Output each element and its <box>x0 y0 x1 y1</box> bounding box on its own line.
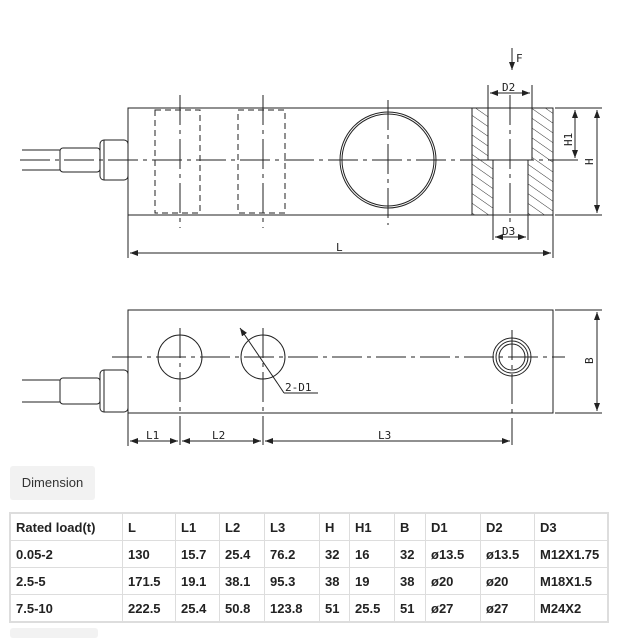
cell: 130 <box>122 540 176 568</box>
cell: 38 <box>394 567 426 595</box>
label-l3: L3 <box>378 429 391 442</box>
header-h: H <box>319 512 350 541</box>
top-view <box>22 309 602 446</box>
cell: 50.8 <box>219 594 265 623</box>
dimension-tab[interactable]: Dimension <box>10 466 95 500</box>
cell: 171.5 <box>122 567 176 595</box>
cell: 16 <box>349 540 395 568</box>
cell: 25.4 <box>175 594 220 623</box>
label-h1: H1 <box>562 133 575 146</box>
cell: M12X1.75 <box>534 540 609 568</box>
label-b: B <box>583 357 596 364</box>
label-h: H <box>583 158 596 165</box>
cell: 38 <box>319 567 350 595</box>
cell: 222.5 <box>122 594 176 623</box>
header-l2: L2 <box>219 512 265 541</box>
cell: M18X1.5 <box>534 567 609 595</box>
cell: ø20 <box>480 567 535 595</box>
cell: 51 <box>319 594 350 623</box>
table-header-row: Rated load(t) L L1 L2 L3 H H1 B D1 D2 D3 <box>9 512 609 541</box>
cell: 19 <box>349 567 395 595</box>
cell: ø27 <box>480 594 535 623</box>
cell: ø13.5 <box>480 540 535 568</box>
header-b: B <box>394 512 426 541</box>
label-l2: L2 <box>212 429 225 442</box>
cell: 51 <box>394 594 426 623</box>
label-l: L <box>336 241 343 254</box>
cell: 38.1 <box>219 567 265 595</box>
cell: 7.5-10 <box>9 594 123 623</box>
label-d3: D3 <box>502 225 515 238</box>
cell: 32 <box>319 540 350 568</box>
cell: 2.5-5 <box>9 567 123 595</box>
label-l1: L1 <box>146 429 159 442</box>
header-l1: L1 <box>175 512 220 541</box>
cell: 76.2 <box>264 540 320 568</box>
header-rated-load: Rated load(t) <box>9 512 123 541</box>
header-d1: D1 <box>425 512 481 541</box>
cell: 123.8 <box>264 594 320 623</box>
header-h1: H1 <box>349 512 395 541</box>
header-l3: L3 <box>264 512 320 541</box>
cell: 15.7 <box>175 540 220 568</box>
cell: ø27 <box>425 594 481 623</box>
cell: ø20 <box>425 567 481 595</box>
side-view <box>20 48 602 258</box>
label-f: F <box>516 52 523 65</box>
cell: 25.4 <box>219 540 265 568</box>
header-d2: D2 <box>480 512 535 541</box>
cell: 95.3 <box>264 567 320 595</box>
dimension-table: Rated load(t) L L1 L2 L3 H H1 B D1 D2 D3… <box>9 512 609 623</box>
cell: ø13.5 <box>425 540 481 568</box>
label-d1: 2-D1 <box>285 381 312 394</box>
next-tab[interactable] <box>10 628 98 638</box>
cell: 32 <box>394 540 426 568</box>
cell: 25.5 <box>349 594 395 623</box>
header-d3: D3 <box>534 512 609 541</box>
cell: M24X2 <box>534 594 609 623</box>
cell: 0.05-2 <box>9 540 123 568</box>
label-d2: D2 <box>502 81 515 94</box>
cell: 19.1 <box>175 567 220 595</box>
header-l: L <box>122 512 176 541</box>
load-cell-dimension-drawing: F D2 D3 H1 H L B 2-D1 L1 L2 L3 <box>20 48 602 446</box>
